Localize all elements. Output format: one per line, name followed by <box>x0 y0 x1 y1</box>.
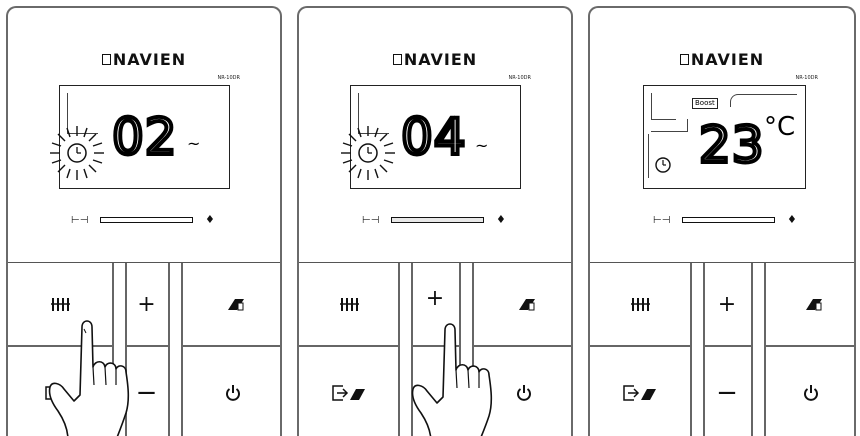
keypad: + − <box>590 262 854 436</box>
lcd-frame-line <box>67 93 98 134</box>
exit-arrow-icon <box>331 385 365 401</box>
temperature-value: 23 <box>697 116 766 174</box>
heating-button[interactable] <box>299 263 398 345</box>
away-button[interactable] <box>590 347 690 436</box>
lcd-frame-line <box>358 93 389 134</box>
flame-icon: ♦ <box>787 213 797 226</box>
heating-button[interactable] <box>590 263 690 345</box>
level-indicator: ⊢⊣ ♦ <box>8 213 280 227</box>
keypad: + − <box>8 262 280 436</box>
wave-icon: ~ <box>187 134 201 153</box>
minus-button[interactable]: − <box>716 378 738 408</box>
tap-icon <box>806 299 822 311</box>
clock-icon <box>655 157 671 173</box>
segment-value: 04 <box>399 108 468 166</box>
plus-button[interactable]: + <box>425 285 445 311</box>
hot-water-button[interactable] <box>472 263 571 345</box>
heating-button[interactable] <box>8 263 112 345</box>
power-icon <box>516 385 531 401</box>
lcd-frame-line <box>730 94 797 107</box>
hot-water-button[interactable] <box>764 263 854 345</box>
model-label: NR-10DR <box>795 75 818 81</box>
level-indicator: ⊢⊣ ♦ <box>299 213 571 227</box>
level-bar <box>100 217 193 223</box>
model-label: NR-10DR <box>508 75 531 81</box>
brand-logo: NAVIEN <box>299 50 571 69</box>
flame-icon: ♦ <box>496 213 506 226</box>
wave-icon: ~ <box>475 136 489 155</box>
brand-logo: NAVIEN <box>590 50 854 69</box>
hot-water-button[interactable] <box>181 263 280 345</box>
away-button[interactable] <box>299 347 398 436</box>
thermostat-panel-1: NAVIEN NR-10DR 02 ~ ⊢⊣ ♦ <box>6 6 282 436</box>
power-button[interactable] <box>472 347 571 436</box>
lcd-display: 02 ~ <box>50 85 230 189</box>
power-icon <box>804 385 818 401</box>
brand-logo: NAVIEN <box>8 50 280 69</box>
blinking-clock-icon <box>341 126 395 180</box>
power-button[interactable] <box>764 347 854 436</box>
temperature-unit: °C <box>764 112 796 142</box>
lcd-display: 04 ~ <box>341 85 521 189</box>
blinking-clock-icon <box>50 126 104 180</box>
radiator-icon <box>51 298 70 311</box>
lcd-frame-line <box>651 93 676 120</box>
power-button[interactable] <box>181 347 280 436</box>
segment-value: 02 <box>110 108 179 166</box>
range-icon: ⊢⊣ <box>653 215 671 226</box>
power-icon <box>225 385 240 401</box>
level-bar <box>391 217 484 223</box>
lcd-frame-line <box>651 119 688 132</box>
level-bar <box>682 217 775 223</box>
radiator-icon <box>339 298 359 311</box>
plus-button[interactable]: + <box>717 291 737 317</box>
range-icon: ⊢⊣ <box>362 215 380 226</box>
minus-button[interactable]: − <box>135 378 158 408</box>
exit-arrow-icon <box>45 386 58 400</box>
lcd-frame-line <box>648 134 652 178</box>
plus-button[interactable]: + <box>137 291 156 317</box>
tap-icon <box>518 299 535 311</box>
tap-icon <box>227 299 244 311</box>
level-indicator: ⊢⊣ ♦ <box>590 213 854 227</box>
thermostat-panel-2: NAVIEN NR-10DR 04 ~ ⊢⊣ ♦ <box>297 6 573 436</box>
keypad: + <box>299 262 571 436</box>
model-label: NR-10DR <box>217 75 240 81</box>
radiator-icon <box>631 298 650 311</box>
away-button[interactable] <box>8 347 112 436</box>
lcd-display: Boost 23 °C <box>643 85 806 189</box>
boost-badge: Boost <box>692 98 718 109</box>
range-icon: ⊢⊣ <box>71 215 89 226</box>
thermostat-panel-3: NAVIEN NR-10DR Boost 23 °C ⊢⊣ ♦ + − <box>588 6 856 436</box>
exit-arrow-icon <box>623 385 656 401</box>
flame-icon: ♦ <box>205 213 215 226</box>
